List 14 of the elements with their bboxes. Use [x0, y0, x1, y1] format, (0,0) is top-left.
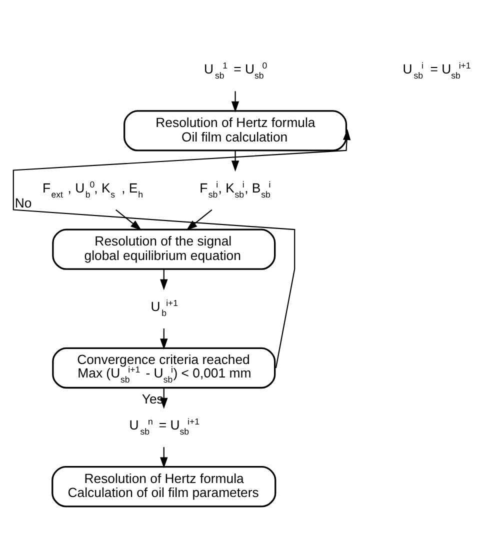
arrow — [160, 268, 168, 290]
node-text: F$_{ext}$ , U$_{b}$$^{0}$, K$_{s}$ , E$_{h}$ — [42, 178, 142, 199]
edge-label: No — [14, 194, 32, 210]
node-box: Resolution of Hertz formula Calculation of oil film parameters — [51, 466, 276, 507]
arrow — [115, 208, 142, 230]
arrow — [160, 328, 168, 350]
arrow — [186, 208, 212, 230]
arrow — [160, 446, 168, 468]
arrow — [230, 150, 239, 172]
node-box: Convergence criteria reached Max (U$_{sb}$$^{i+1}$ - U$_{sb}$$^{i}$) < 0,001 mm — [52, 346, 276, 388]
arrow — [12, 128, 350, 368]
node-box: Resolution of Hertz formula Oil film calculation — [123, 110, 347, 151]
node-box: Resolution of the signal global equilibrium equation — [52, 228, 276, 270]
arrow — [230, 90, 239, 112]
